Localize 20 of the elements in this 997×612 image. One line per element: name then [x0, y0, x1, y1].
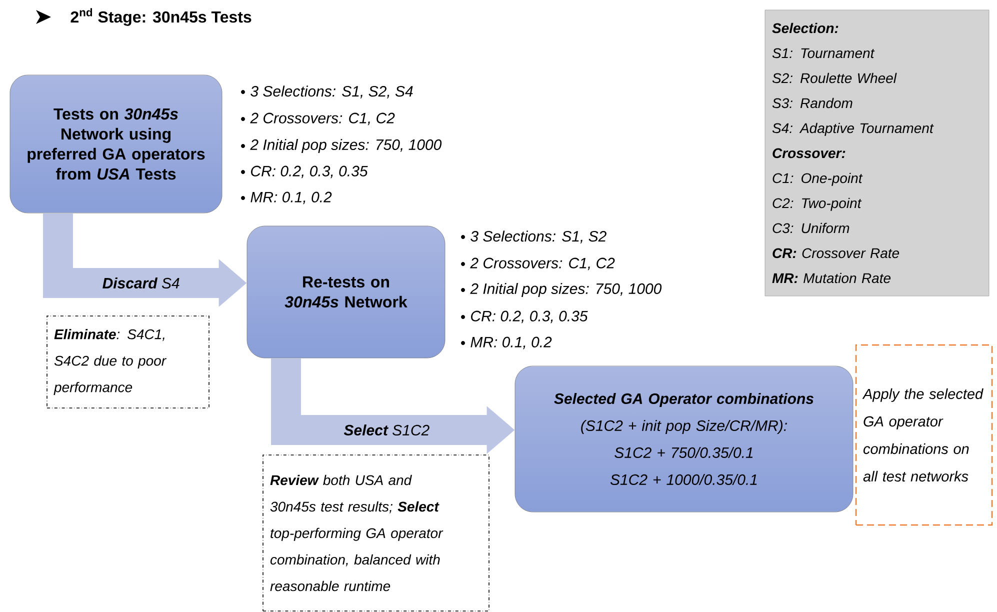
note-box: Eliminate: S4C1, S4C2 due to poor performance [46, 316, 210, 408]
bullet-item: 2 Initial pop sizes: 750, 1000 [241, 139, 442, 153]
process-box: Selected GA Operator combinations (S1C2 + init pop Size/CR/MR): S1C2 + 750/0.35/0.1 S1C2 + 1000/0.35/0.1 [514, 366, 854, 512]
edge-label: Discard S4 [101, 276, 181, 290]
edge-label: Select S1C2 [342, 423, 431, 436]
bullet-item: MR: 0.1, 0.2 [241, 192, 332, 204]
bullet-item: CR: 0.2, 0.3, 0.35 [241, 166, 368, 178]
bullet-item: 3 Selections: S1, S2, S4 [241, 86, 413, 98]
bullet-item: MR: 0.1, 0.2 [461, 336, 552, 350]
bullet-item: 2 Crossovers: C1, C2 [461, 258, 615, 270]
key-box: Selection: S1: Tournament S2: Roulette Wheel S3: Random S4: Adaptive Tournament Crossover: C1: One-point C2: Two-point C3: Uniform CR: Crossover Rate MR: Mutation Rate [764, 10, 990, 296]
note-box: Review both USA and 30n45s test results; Select top-performing GA operator combination, balanced with reasonable runtime [262, 454, 490, 612]
bullet-item: 2 Initial pop sizes: 750, 1000 [461, 283, 662, 297]
note-box: Apply the selected GA operator combinations on all test networks [855, 344, 993, 526]
process-box: Tests on 30n45s Network using preferred GA operators from USA Tests [10, 74, 222, 214]
process-box: Re-tests on 30n45s Network [246, 226, 446, 358]
bullet-item: 2 Crossovers: C1, C2 [241, 112, 395, 126]
bullet-item: 3 Selections: S1, S2 [461, 230, 606, 244]
title: 2$^{nd}$ Stage: 30n45s Tests [70, 8, 252, 26]
bullet-item: CR: 0.2, 0.3, 0.35 [461, 310, 588, 324]
